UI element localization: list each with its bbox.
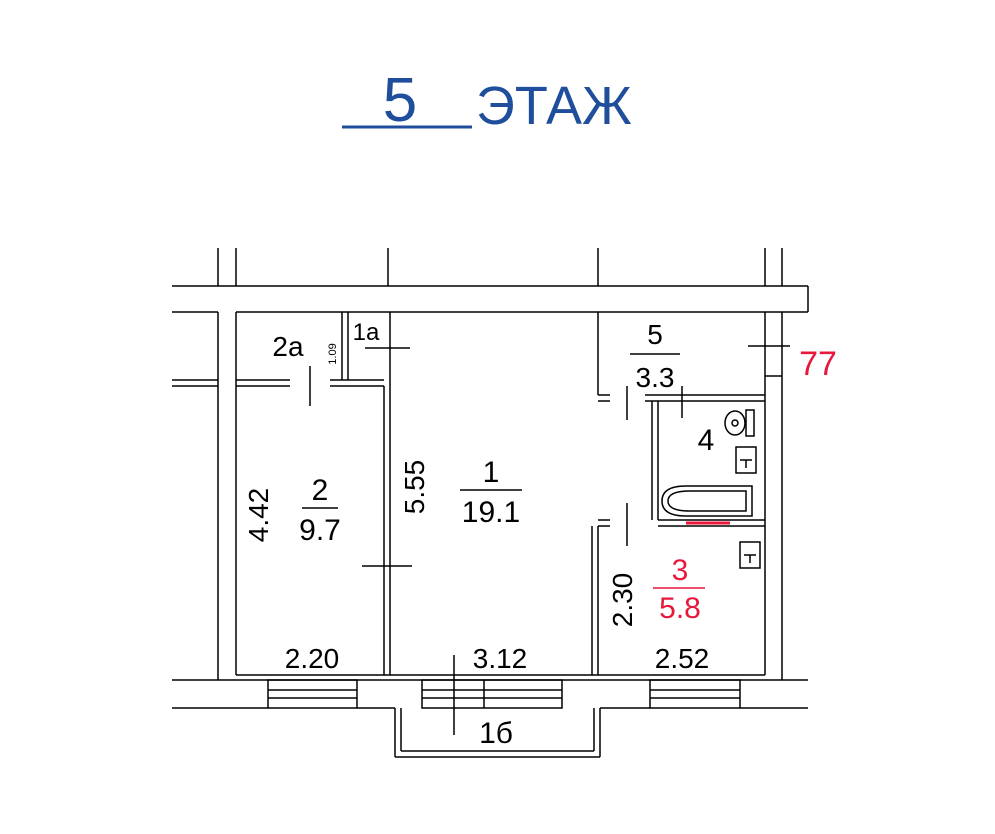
dim-room2-width: 2.20 xyxy=(285,643,340,674)
bathtub-icon xyxy=(661,485,753,517)
room-1a-number: 1а xyxy=(353,319,380,346)
room-5-area: 3.3 xyxy=(636,362,675,393)
room-3-area: 5.8 xyxy=(659,592,701,625)
walls xyxy=(172,248,809,758)
room-5-number: 5 xyxy=(647,319,663,350)
dim-room1-width: 3.12 xyxy=(473,643,528,674)
room-2-area: 9.7 xyxy=(299,514,341,547)
room-1-area: 19.1 xyxy=(462,496,520,529)
room-3-number: 3 xyxy=(672,554,689,587)
dim-room3-length: 2.30 xyxy=(607,573,638,628)
balcony-1b-number: 1б xyxy=(479,717,513,750)
apartment-number: 77 xyxy=(799,345,837,383)
floor-header: 5 ЭТАЖ xyxy=(342,66,632,136)
sink-icon xyxy=(735,446,757,474)
toilet-icon xyxy=(724,409,755,437)
room-2-number: 2 xyxy=(312,474,329,507)
room-4-number: 4 xyxy=(698,424,715,457)
dim-room1-length: 5.55 xyxy=(399,460,430,515)
dim-room3-width: 2.52 xyxy=(655,643,710,674)
room-1-number: 1 xyxy=(483,456,500,489)
kitchen-sink-icon xyxy=(739,541,761,569)
room-2a-number: 2а xyxy=(272,331,304,362)
dim-room2-length: 4.42 xyxy=(243,488,274,543)
floor-number: 5 xyxy=(383,66,417,135)
floor-word: ЭТАЖ xyxy=(476,76,632,136)
dim-room2a-size: 1.09 xyxy=(327,343,339,364)
